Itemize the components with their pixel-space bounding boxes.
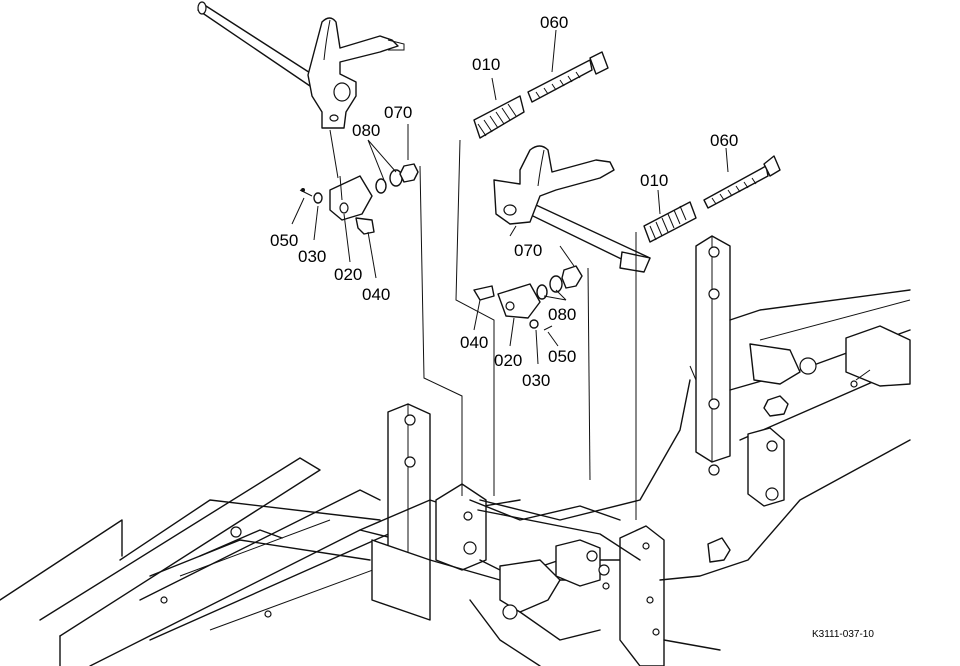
label-040-left: 040	[362, 285, 390, 304]
label-pointers	[291, 29, 729, 365]
label-080-center: 080	[548, 305, 576, 324]
label-020-left: 020	[334, 265, 362, 284]
label-010-right: 010	[640, 171, 668, 190]
label-080-left: 080	[352, 121, 380, 140]
center-shaft-arm-assembly	[493, 145, 651, 273]
label-050-center: 050	[548, 347, 576, 366]
part-labels: 060 010 070 080 050 030 020 040 060 010 …	[270, 13, 738, 390]
assembly-leader-lines	[329, 129, 697, 520]
label-050-left: 050	[270, 231, 298, 250]
label-030-center: 030	[522, 371, 550, 390]
right-spring-bolt	[643, 155, 781, 243]
label-060-right: 060	[710, 131, 738, 150]
label-030-left: 030	[298, 247, 326, 266]
label-020-center: 020	[494, 351, 522, 370]
center-spring-bolt	[473, 51, 609, 139]
label-070-left: 070	[384, 103, 412, 122]
label-070-center: 070	[514, 241, 542, 260]
label-010-center: 010	[472, 55, 500, 74]
main-frame	[0, 235, 911, 666]
figure-reference-code: K3111-037-10	[812, 629, 874, 640]
label-060-center: 060	[540, 13, 568, 32]
label-040-center: 040	[460, 333, 488, 352]
left-shaft-arm-assembly	[197, 1, 405, 129]
left-clevis-parts	[299, 163, 419, 235]
center-clevis-parts	[473, 265, 583, 331]
